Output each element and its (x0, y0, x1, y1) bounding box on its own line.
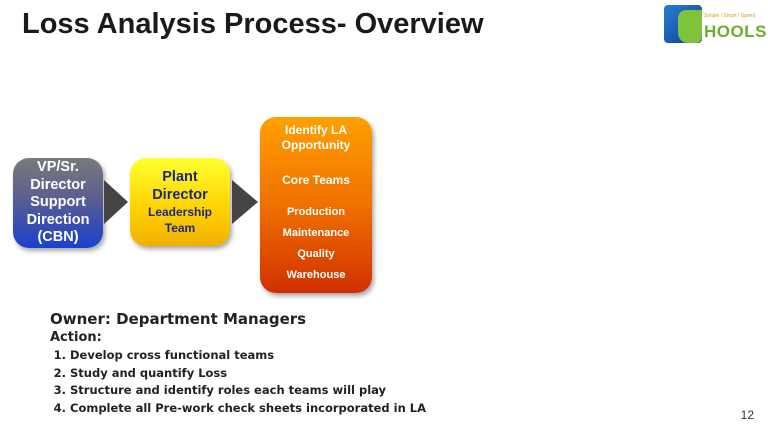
logo-word: HOOLS (704, 22, 767, 41)
owner-heading: Owner: Department Managers (50, 310, 307, 328)
core-teams-label: Core Teams (282, 173, 350, 187)
team-item: Maintenance (282, 227, 350, 239)
chevron-arrow-icon (104, 180, 128, 224)
list-item: Study and quantify Loss (70, 365, 426, 383)
list-item: Develop cross functional teams (70, 347, 426, 365)
box-line: Leadership (147, 205, 213, 219)
plant-director-box: Plant Director Leadership Team (130, 158, 230, 246)
box-line: Opportunity (281, 138, 351, 152)
box-line: Team (164, 221, 196, 235)
box-line: Direction (26, 211, 90, 228)
box-line: Support (30, 194, 86, 211)
slide-title: Loss Analysis Process- Overview (22, 8, 484, 40)
thools-logo: Simple | Smart | Speed HOOLS (664, 5, 767, 45)
action-heading: Action: (50, 330, 102, 345)
logo-tagline: Simple | Smart | Speed (704, 13, 756, 19)
box-line: Director (152, 187, 208, 203)
box-line: Plant (162, 169, 198, 185)
action-list: Develop cross functional teams Study and… (50, 347, 426, 417)
list-item: Structure and identify roles each teams … (70, 382, 426, 400)
core-teams-box: Identify LA Opportunity Core Teams Produ… (260, 117, 372, 293)
box-line: Identify LA (285, 123, 347, 137)
page-number: 12 (740, 408, 754, 422)
box-line: Director (30, 176, 86, 193)
box-line: VP/Sr. (37, 159, 79, 176)
team-item: Warehouse (286, 269, 346, 281)
action-section: Owner: Department Managers Action: Devel… (50, 309, 426, 417)
team-item: Production (286, 206, 346, 218)
logo-c-shape (678, 10, 702, 43)
chevron-arrow-icon (232, 180, 258, 224)
team-item: Quality (297, 248, 335, 260)
box-line: (CBN) (37, 229, 79, 246)
vp-director-box: VP/Sr. Director Support Direction (CBN) (13, 158, 103, 248)
list-item: Complete all Pre-work check sheets incor… (70, 400, 426, 418)
